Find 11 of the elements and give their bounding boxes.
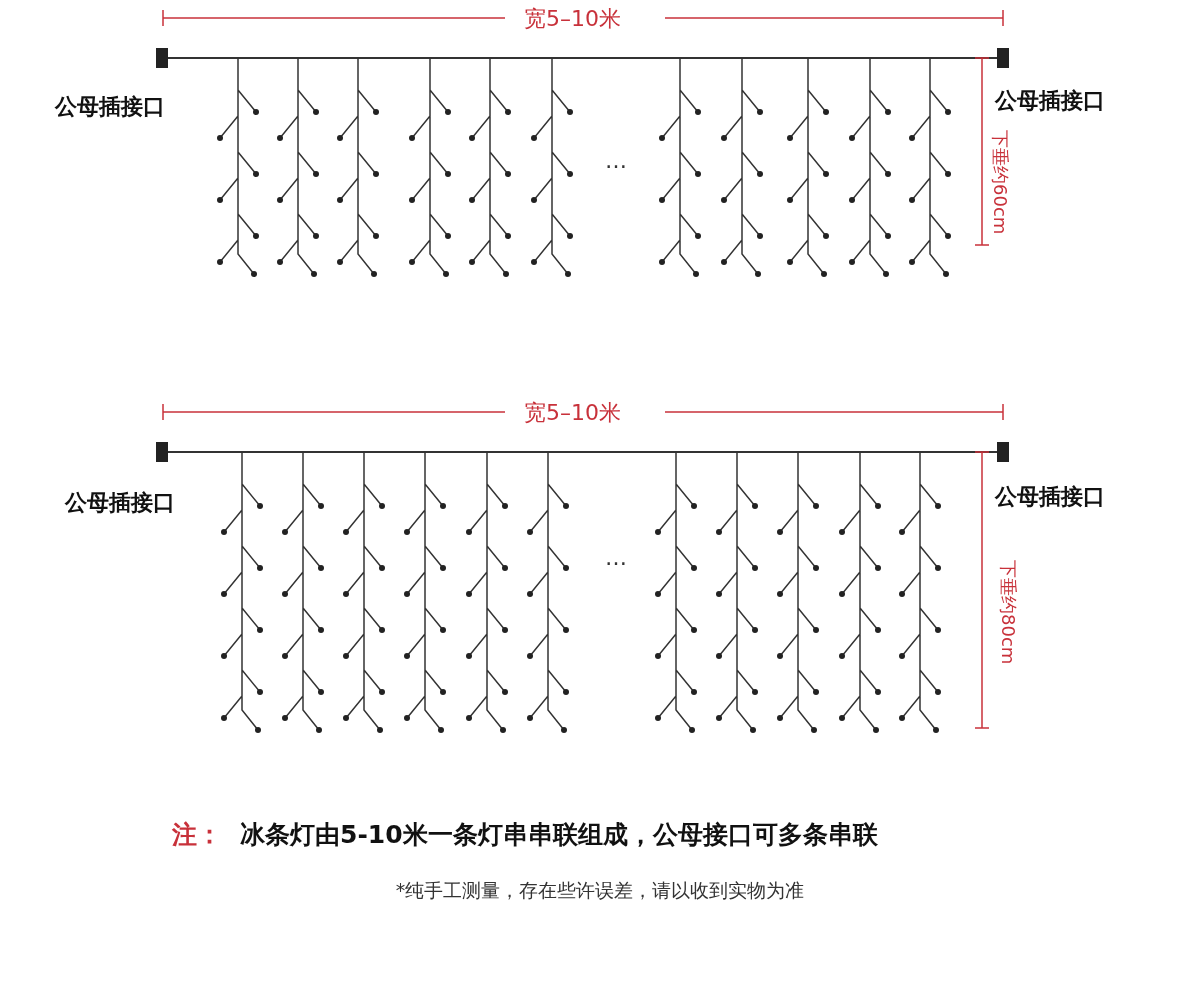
ellipsis-mark: … bbox=[605, 148, 627, 173]
ellipsis-mark: … bbox=[605, 545, 627, 570]
connector-label: 公母插接口 bbox=[65, 489, 175, 517]
connector-label: 公母插接口 bbox=[995, 87, 1105, 115]
caption: *纯手工测量，存在些许误差，请以收到实物为准 bbox=[394, 878, 806, 903]
connector-label: 公母插接口 bbox=[995, 483, 1105, 511]
dimension-label: 下垂约80cm bbox=[997, 560, 1020, 665]
note-text: 冰条灯由5-10米一条灯串串联组成，公母接口可多条串联 bbox=[240, 819, 878, 851]
connector-label: 公母插接口 bbox=[55, 93, 165, 121]
dimension-label: 下垂约60cm bbox=[989, 130, 1012, 235]
note-label: 注： bbox=[172, 819, 222, 851]
